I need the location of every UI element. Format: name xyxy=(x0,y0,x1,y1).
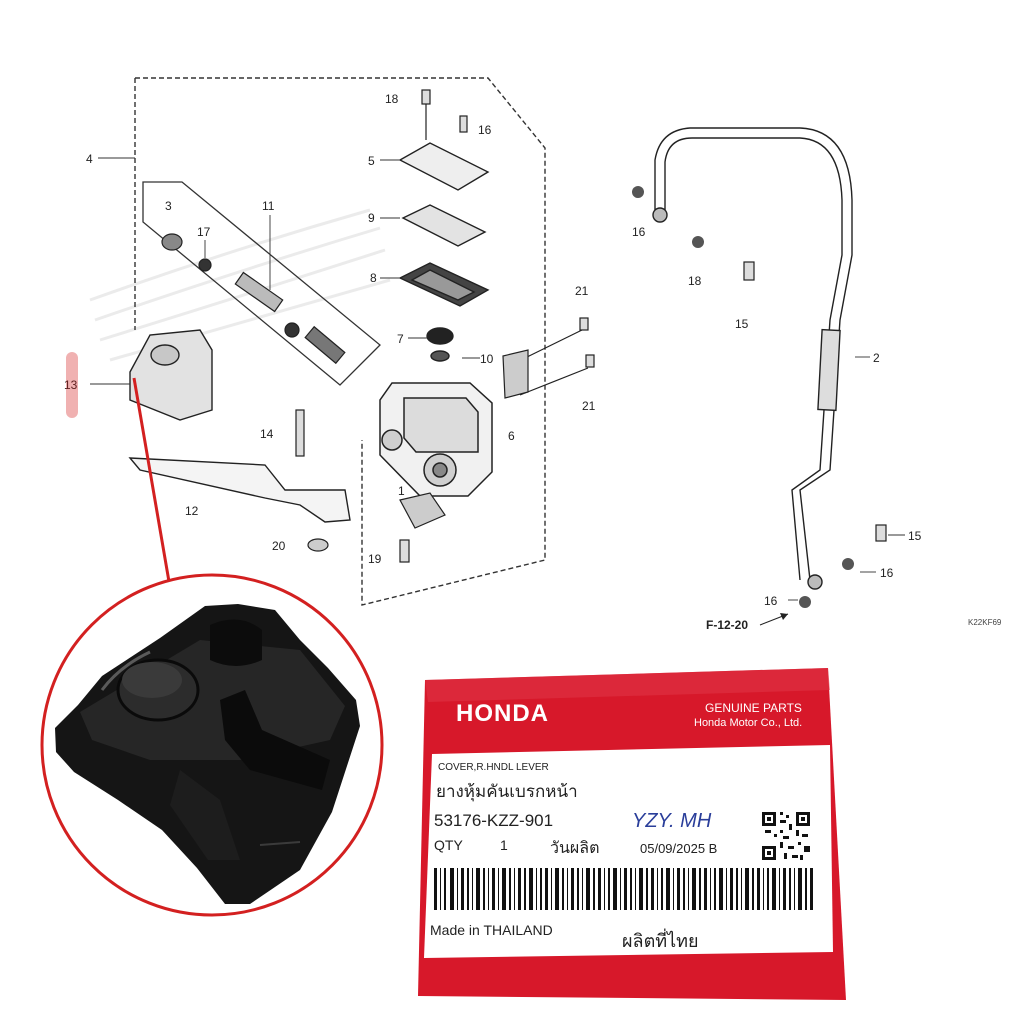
part-number: 53176-KZZ-901 xyxy=(434,811,553,830)
piston-frame xyxy=(142,181,381,386)
callout-numbers: 18 16 4 5 11 3 17 9 8 21 7 10 21 13 14 6… xyxy=(64,92,1002,632)
callout-14: 14 xyxy=(260,427,274,441)
callout-18: 18 xyxy=(385,92,399,106)
callout-16: 16 xyxy=(764,594,778,608)
rubber-cover-photo xyxy=(55,604,360,904)
qr-code xyxy=(762,812,810,860)
origin-th: ผลิตที่ไทย xyxy=(622,928,699,951)
callout-21: 21 xyxy=(575,284,589,298)
callout-16: 16 xyxy=(632,225,646,239)
callout-13: 13 xyxy=(64,378,78,392)
callout-11: 11 xyxy=(262,199,275,213)
cover-part-13 xyxy=(129,329,213,421)
leader-lines xyxy=(90,157,905,601)
part-description-th: ยางหุ้มคันเบรกหน้า xyxy=(436,782,578,802)
production-date-label: วันผลิต xyxy=(550,840,600,857)
callout-10: 10 xyxy=(480,352,494,366)
washers xyxy=(632,186,854,608)
reservoir-cap-plate xyxy=(398,142,490,362)
callout-5: 5 xyxy=(368,154,375,168)
master-cylinder-body xyxy=(379,382,493,497)
callout-1: 1 xyxy=(398,484,405,498)
manufacturer-text: Honda Motor Co., Ltd. xyxy=(694,717,802,729)
callout-2: 2 xyxy=(873,351,880,365)
diagram-code: K22KF69 xyxy=(968,618,1002,627)
callout-6: 6 xyxy=(508,429,515,443)
arrow-icon xyxy=(759,613,789,626)
callout-17: 17 xyxy=(197,225,211,239)
piston-kit xyxy=(161,233,346,365)
production-date: 05/09/2025 B xyxy=(640,841,717,856)
callout-15: 15 xyxy=(908,529,922,543)
brake-hose xyxy=(652,127,853,590)
quantity-value: 1 xyxy=(500,837,508,853)
callout-4: 4 xyxy=(86,152,93,166)
callout-16: 16 xyxy=(880,566,894,580)
callout-13-highlight xyxy=(66,352,78,418)
barcode xyxy=(434,868,813,910)
callout-15: 15 xyxy=(735,317,749,331)
genuine-parts-text: GENUINE PARTS xyxy=(705,701,802,715)
quantity-label: QTY xyxy=(434,837,463,853)
brake-lever xyxy=(128,457,351,523)
part-description-en: COVER,R.HNDL LEVER xyxy=(438,762,549,773)
callout-7: 7 xyxy=(397,332,404,346)
callout-9: 9 xyxy=(368,211,375,225)
honda-brand: HONDA xyxy=(456,700,549,727)
callout-8: 8 xyxy=(370,271,377,285)
assembly-frame xyxy=(134,77,546,606)
bolts xyxy=(295,89,887,563)
callout-16: 16 xyxy=(478,123,492,137)
callout-21: 21 xyxy=(582,399,596,413)
reference-page: F-12-20 xyxy=(706,618,748,632)
handwritten-note: YZY. MH xyxy=(632,810,712,832)
callout-3: 3 xyxy=(165,199,172,213)
part-package: HONDA GENUINE PARTS Honda Motor Co., Ltd… xyxy=(418,668,846,1000)
callout-20: 20 xyxy=(272,539,286,553)
callout-19: 19 xyxy=(368,552,382,566)
callout-12: 12 xyxy=(185,504,199,518)
pivot-parts xyxy=(307,349,529,552)
callout-18: 18 xyxy=(688,274,702,288)
origin-en: Made in THAILAND xyxy=(430,922,553,938)
